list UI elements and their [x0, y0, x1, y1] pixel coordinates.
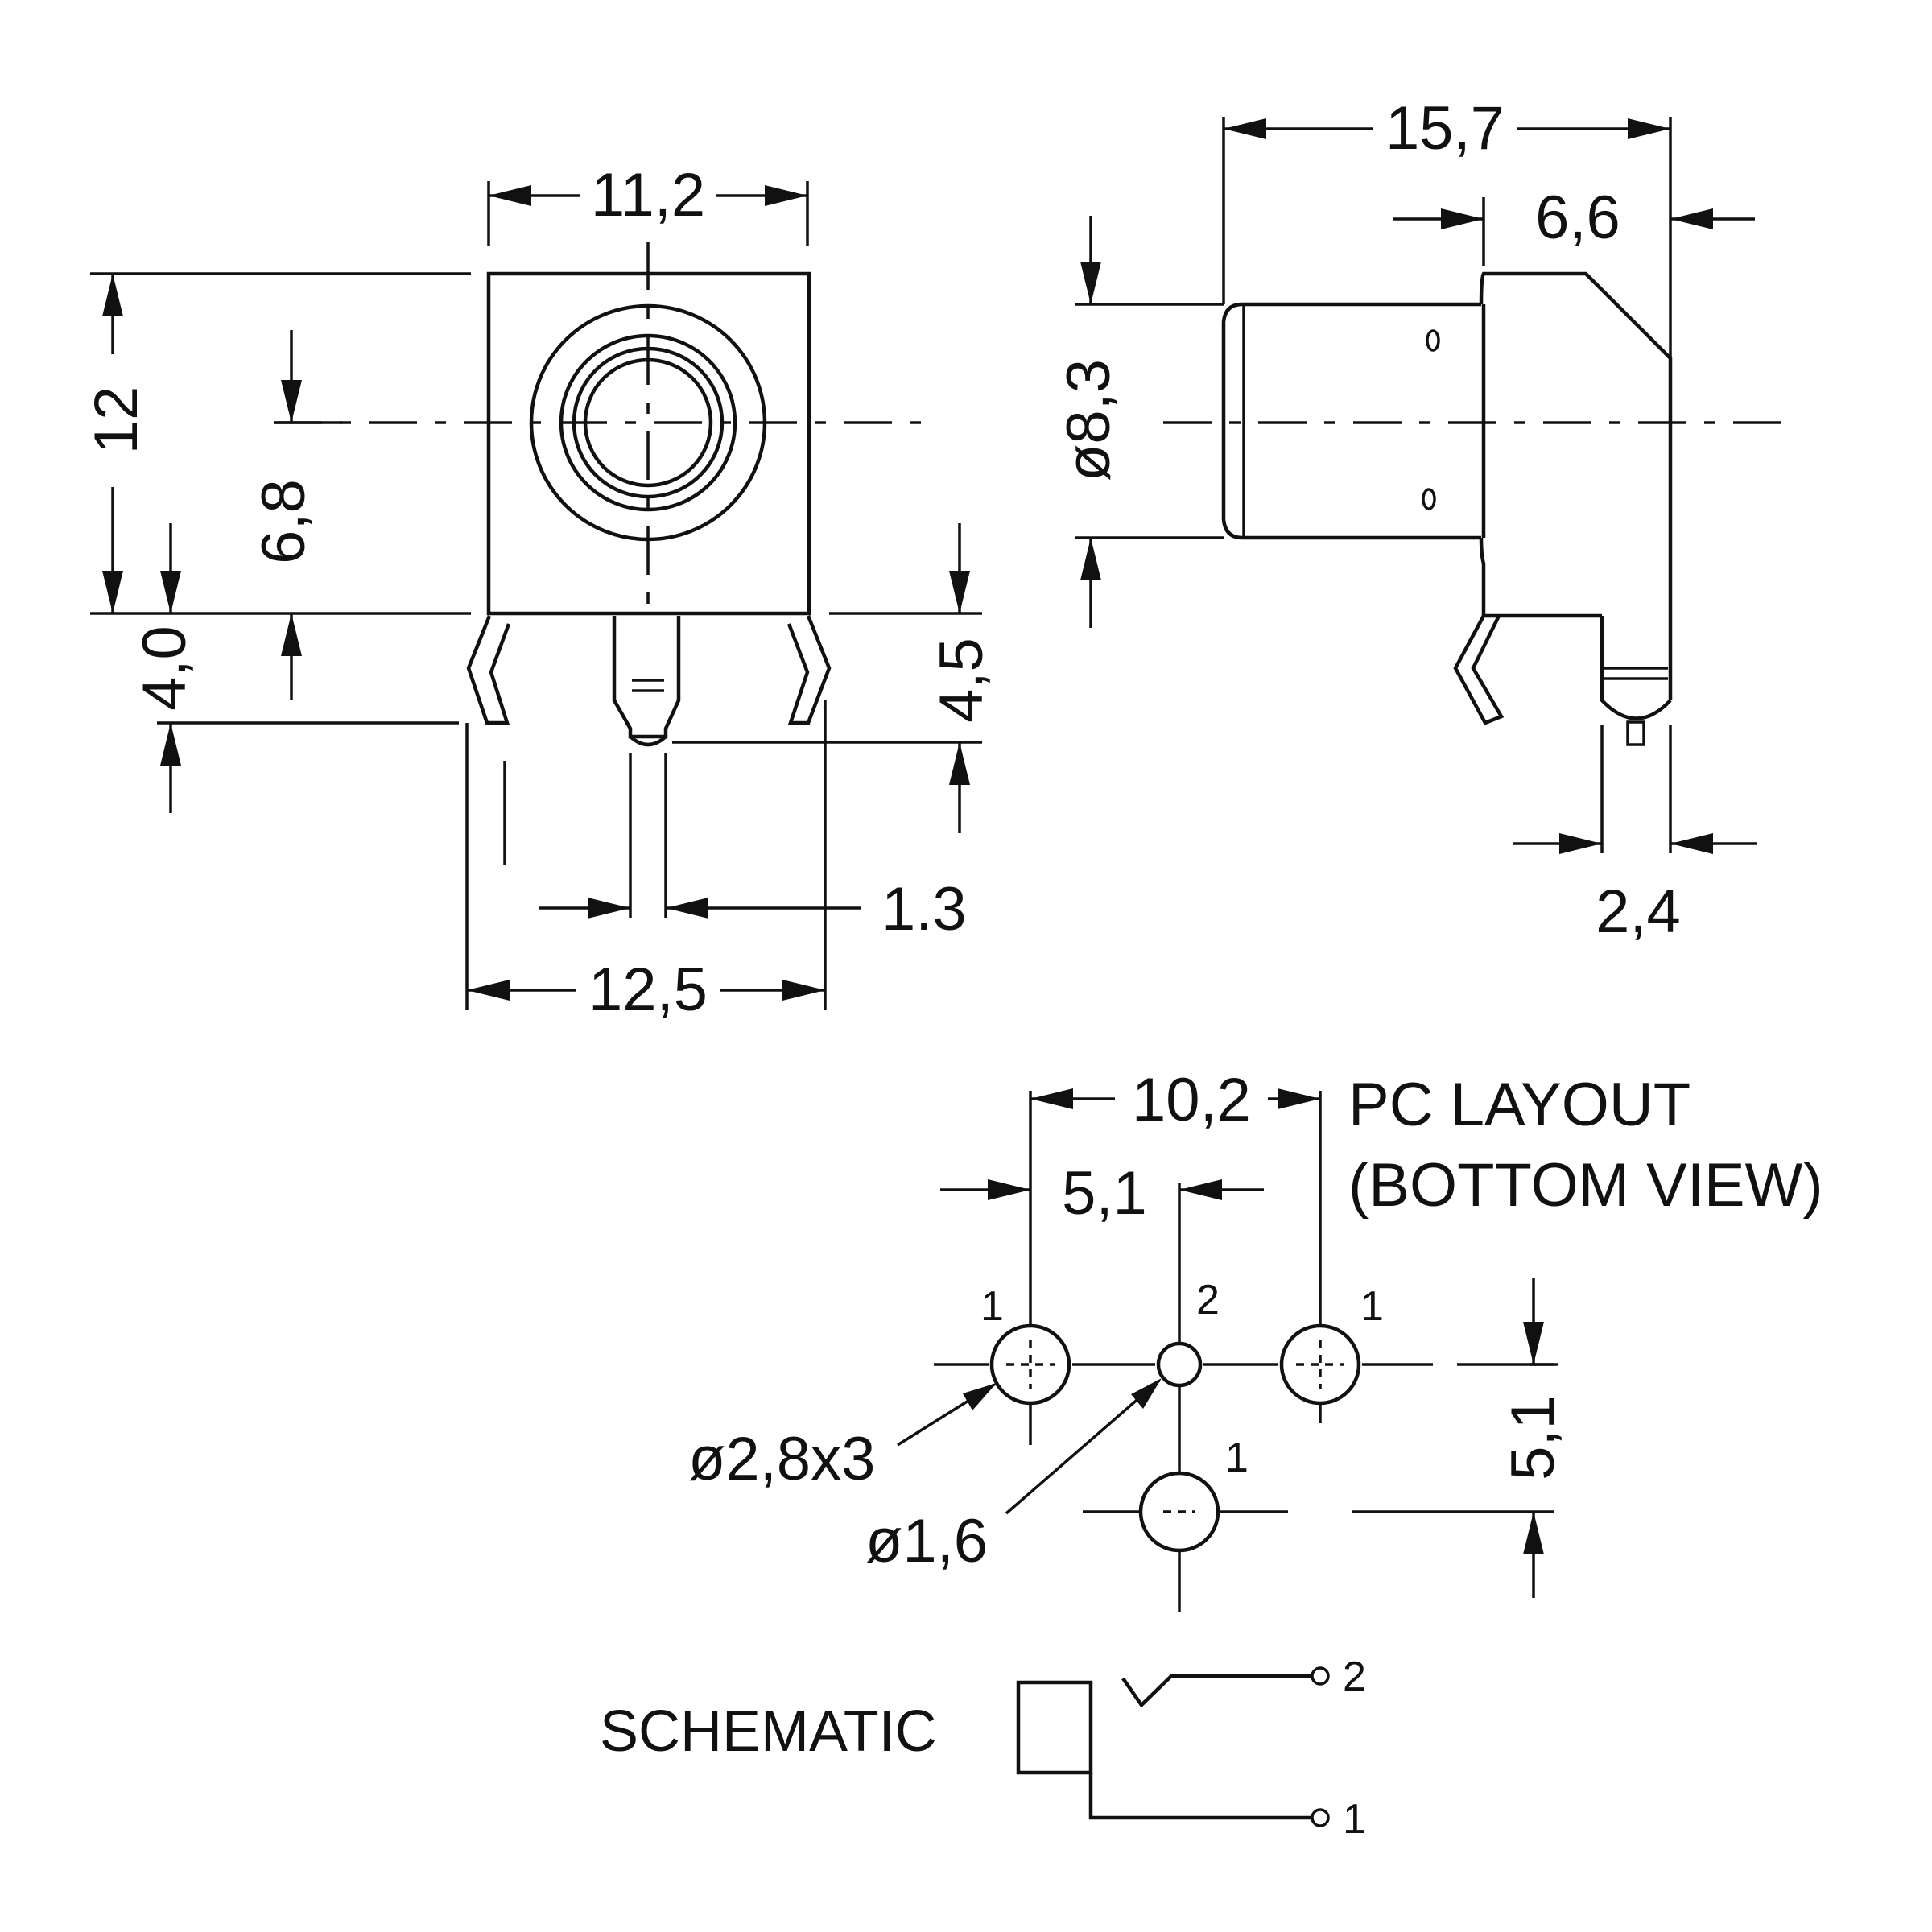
arrow-head	[1628, 118, 1670, 139]
side-barrel	[1221, 302, 1481, 540]
arrow-head	[1523, 1322, 1544, 1364]
dim-span-half: 5,1	[1062, 1159, 1147, 1228]
arrow-head	[1224, 118, 1266, 139]
front-right-pin	[786, 615, 832, 725]
schematic-terminal-2-label: 2	[1343, 1653, 1366, 1700]
arrow-head	[588, 898, 630, 919]
arrow-head	[1670, 208, 1713, 229]
side-right-pin	[1600, 616, 1672, 720]
schematic-terminal-1	[1311, 1808, 1330, 1827]
pin-label-left: 1	[980, 1283, 1004, 1330]
arrow-head	[1559, 833, 1602, 854]
dim-width-body: 11,2	[591, 161, 705, 229]
front-left-pin	[466, 615, 511, 725]
side-bent-pin	[1453, 614, 1505, 725]
pin-label-right: 1	[1360, 1283, 1384, 1330]
side-pin-tip	[1626, 720, 1645, 746]
dim-body-depth: 6,6	[1535, 184, 1620, 252]
arrow-head	[963, 1383, 997, 1410]
schematic-wire-2	[1121, 1674, 1312, 1708]
leader-line-small	[1005, 1379, 1161, 1515]
schematic-terminal-1-label: 1	[1343, 1796, 1366, 1843]
schematic-wire-1	[1088, 1773, 1312, 1820]
arrow-head	[765, 185, 807, 206]
arrow-head	[1670, 833, 1713, 854]
dim-pin-width: 1.3	[881, 875, 967, 943]
arrow-head	[1441, 208, 1484, 229]
pad-hole-left	[989, 1323, 1071, 1406]
dim-pin-length: 4,5	[927, 638, 996, 723]
dim-pin-depth: 2,4	[1596, 877, 1681, 946]
side-body-outline	[1479, 271, 1673, 700]
dim-hole-small: ø1,6	[865, 1507, 988, 1575]
arrow-head	[949, 742, 970, 785]
dim-center-height: 6,8	[250, 479, 318, 564]
arrow-head	[1080, 262, 1101, 304]
dim-pin-span: 12,5	[588, 956, 708, 1024]
arrow-head	[1278, 1088, 1320, 1109]
arrow-head	[1080, 538, 1101, 580]
arrow-head	[160, 571, 181, 613]
dim-length-total: 15,7	[1385, 94, 1505, 163]
arrow-head	[489, 185, 531, 206]
schematic-jack-body	[1016, 1680, 1093, 1775]
schematic: SCHEMATIC 2 1	[600, 1653, 1366, 1843]
arrow-head	[988, 1179, 1030, 1200]
pc-layout: PC LAYOUT (BOTTOM VIEW) 1 2 1 1	[688, 1066, 1823, 1612]
pc-layout-title: PC LAYOUT	[1348, 1071, 1690, 1139]
front-view: 11,2 12 6,8 4,0 4,5	[82, 161, 996, 1024]
front-center-pin-tip	[629, 735, 667, 747]
arrow-head	[949, 571, 970, 613]
arrow-head	[1179, 1179, 1222, 1200]
schematic-label: SCHEMATIC	[600, 1699, 937, 1764]
side-view: 15,7 6,6 ø8,3 2,4	[1055, 94, 1783, 946]
pin-label-center: 2	[1196, 1277, 1220, 1323]
dim-pin-offset: 4,0	[130, 625, 199, 711]
front-center-pin	[612, 616, 681, 739]
dim-height-body: 12	[82, 386, 151, 455]
dim-span-outer: 10,2	[1132, 1066, 1251, 1134]
arrow-head	[281, 380, 302, 423]
arrow-head	[782, 980, 825, 1001]
arrow-head	[1131, 1378, 1162, 1409]
arrow-head	[102, 274, 123, 316]
dim-barrel-diameter: ø8,3	[1055, 359, 1123, 481]
pin-label-bottom: 1	[1225, 1435, 1249, 1481]
schematic-terminal-2	[1311, 1666, 1330, 1686]
pc-layout-subtitle: (BOTTOM VIEW)	[1348, 1151, 1823, 1220]
dim-hole-large: ø2,8x3	[688, 1425, 875, 1493]
side-mark-bottom	[1422, 488, 1436, 510]
arrow-head	[1523, 1512, 1544, 1554]
side-body-bottom	[1479, 537, 1602, 618]
arrow-head	[281, 613, 302, 656]
dim-vertical-offset: 5,1	[1499, 1395, 1567, 1480]
arrow-head	[160, 723, 181, 766]
arrow-head	[467, 980, 510, 1001]
pad-hole-center	[1156, 1341, 1203, 1388]
arrow-head	[1030, 1088, 1073, 1109]
arrow-head	[102, 571, 123, 613]
arrow-head	[666, 898, 708, 919]
pad-hole-right	[1279, 1323, 1361, 1406]
pad-hole-bottom	[1138, 1471, 1220, 1553]
side-mark-top	[1426, 329, 1440, 352]
